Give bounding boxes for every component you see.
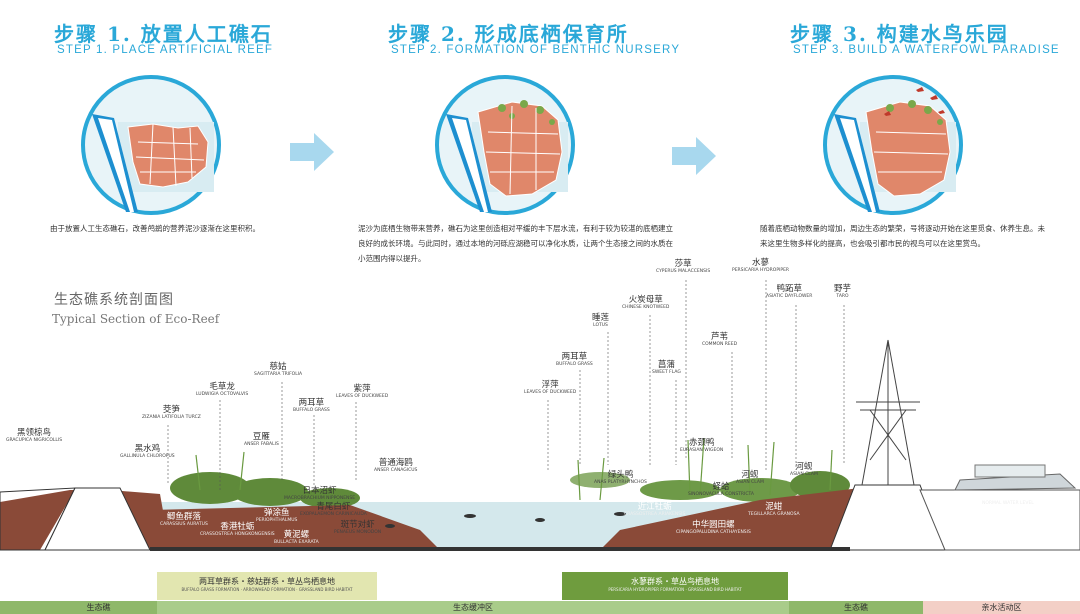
step-3-description: 随着底栖动物数量的增加，周边生态的繁荣，号将逐动开始在这里觅食、休养生息。未来这… <box>760 221 1050 251</box>
step-1-subtitle: STEP 1. PLACE ARTIFICIAL REEF <box>57 44 273 56</box>
step-2-subtitle: STEP 2. FORMATION OF BENTHIC NURSERY <box>391 44 680 56</box>
bottom-bar-buffer: 生态缓冲区 <box>157 601 789 614</box>
step-1-description: 由于放置人工生态礁石，改善鸬鹚的营养泥沙逐渐在这里积积。 <box>50 221 310 236</box>
step-3-title: 步骤 3. 构建水鸟乐园 <box>790 18 1009 47</box>
step-3-illustration <box>820 72 966 218</box>
step-2-illustration <box>432 72 578 218</box>
bottom-bar-reef-right: 生态礁 <box>789 601 923 614</box>
step-2-title: 步骤 2. 形成底栖保育所 <box>388 18 629 47</box>
arrow-icon <box>290 133 336 171</box>
arrow-icon <box>672 137 718 175</box>
bottom-bar-waterfront: 亲水活动区 <box>923 601 1080 614</box>
step-3-subtitle: STEP 3. BUILD A WATERFOWL PARADISE <box>793 44 1060 56</box>
step-1-illustration <box>78 72 224 218</box>
bottom-bar-reef-left: 生态礁 <box>0 601 157 614</box>
step-1-title: 步骤 1. 放置人工礁石 <box>54 18 273 47</box>
leader-lines <box>0 260 1080 520</box>
